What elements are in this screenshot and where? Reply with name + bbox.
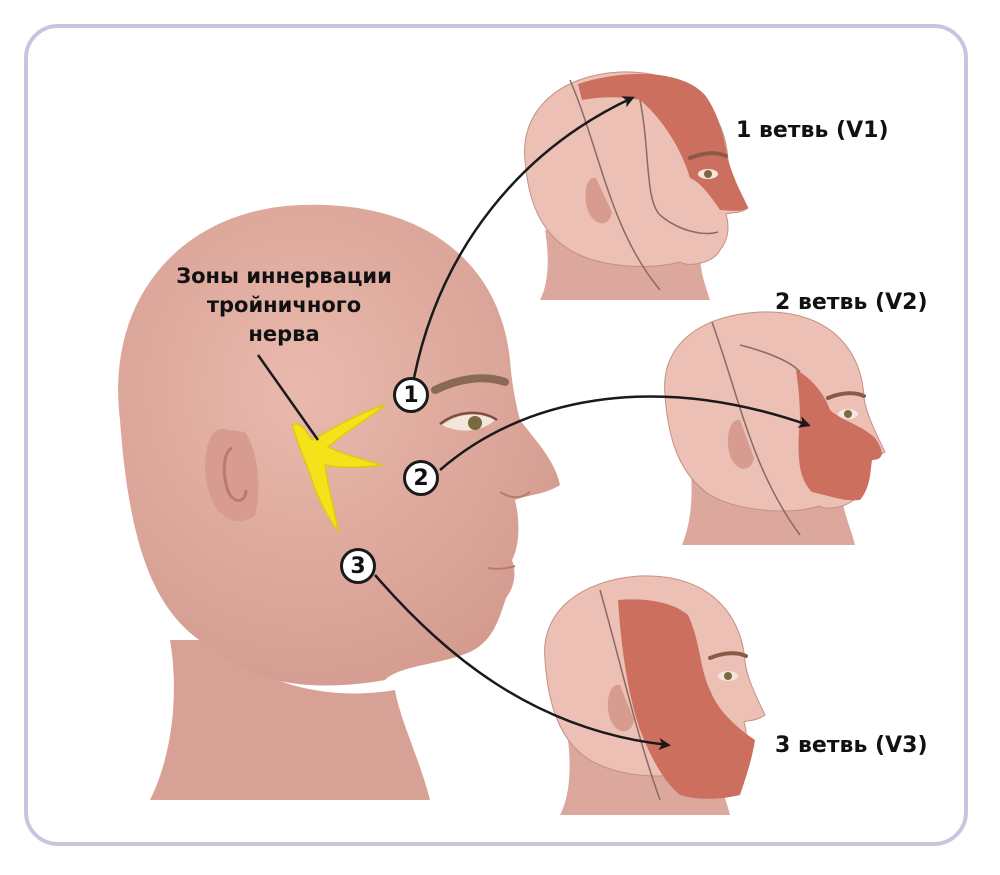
zone-v2 <box>796 370 882 501</box>
head-v2 <box>664 311 886 545</box>
title-line-2: тройничного <box>206 293 362 317</box>
badge-3: 3 <box>340 548 376 584</box>
badge-1: 1 <box>393 377 429 413</box>
zone-v3 <box>618 599 755 799</box>
branch-label-v3: 3 ветвь (V3) <box>775 733 928 758</box>
main-head <box>118 204 560 800</box>
branch-label-v1: 1 ветвь (V1) <box>736 118 889 143</box>
main-head-shape <box>118 204 560 686</box>
head-v1 <box>524 71 749 300</box>
main-eyebrow <box>431 374 509 394</box>
head-v3 <box>544 575 766 815</box>
title-line-3: нерва <box>248 322 320 346</box>
arrow-2 <box>439 395 811 471</box>
diagram-title: Зоны иннервации тройничного нерва <box>150 262 418 349</box>
badge-2: 2 <box>403 460 439 496</box>
title-line-1: Зоны иннервации <box>176 264 392 288</box>
trigeminal-nerve-shape <box>291 404 386 533</box>
arrow-1 <box>412 96 635 379</box>
arrow-3 <box>374 574 671 750</box>
main-neck <box>150 640 430 800</box>
branch-label-v2: 2 ветвь (V2) <box>775 290 928 315</box>
